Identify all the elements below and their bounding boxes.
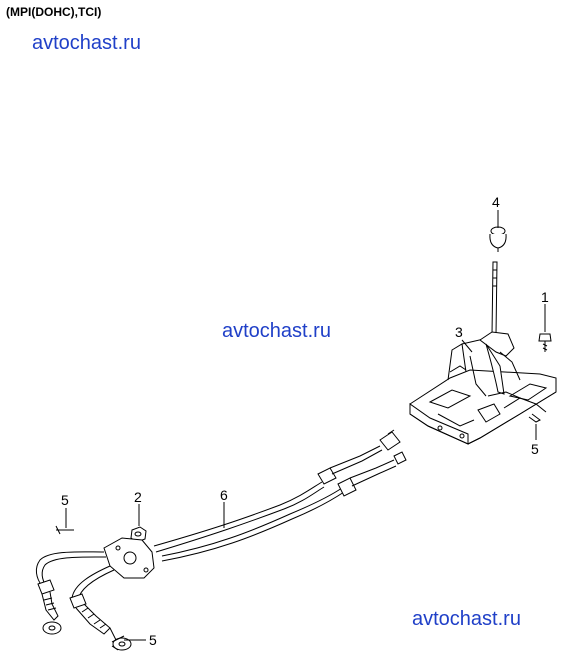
callout-1: 1 [541, 289, 549, 305]
clip-part-left [55, 525, 74, 535]
watermark-bottom: avtochast.ru [412, 608, 521, 630]
callout-2: 2 [134, 489, 142, 505]
clip-part-bottom [111, 635, 125, 651]
shift-knob-part [489, 226, 507, 252]
shift-cable-assembly [35, 429, 407, 651]
callout-4: 4 [492, 194, 500, 210]
watermark-middle: avtochast.ru [222, 320, 331, 342]
shift-lever-rod [491, 261, 498, 336]
callout-5-bottom: 5 [149, 632, 157, 648]
callout-3: 3 [455, 324, 463, 340]
bolt-part [538, 333, 552, 352]
model-header: (MPI(DOHC),TCI) [6, 5, 102, 19]
nut-part [130, 526, 147, 543]
shift-lever-housing [409, 331, 557, 445]
callout-5-left: 5 [61, 492, 69, 508]
callout-6: 6 [220, 487, 228, 503]
callout-5-right: 5 [531, 441, 539, 457]
watermark-top: avtochast.ru [32, 32, 141, 54]
leader-lines [65, 210, 546, 641]
clip-part-right [528, 413, 541, 423]
